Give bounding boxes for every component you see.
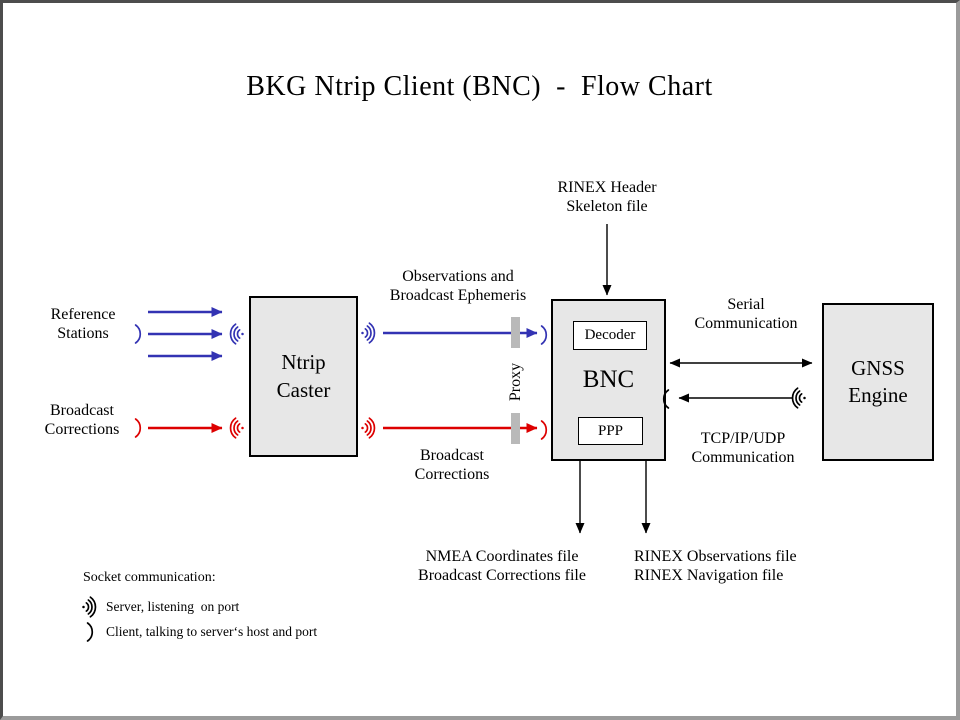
client-socket-icon-bnc-red: [540, 419, 548, 441]
server-socket-icon-caster-left-red: [228, 416, 245, 440]
legend-server-socket-icon: [81, 595, 98, 619]
node-gnss-engine: GNSS Engine: [822, 303, 934, 461]
server-socket-icon-caster-left-blue: [228, 322, 245, 346]
broadcast-corrections-input-label: Broadcast Corrections: [44, 402, 120, 438]
legend-title: Socket communication:: [83, 570, 216, 585]
ntrip-caster-label: Ntrip Caster: [276, 350, 331, 402]
observations-ephemeris-label: Observations and Broadcast Ephemeris: [389, 268, 527, 304]
node-bnc: BNC Decoder PPP: [551, 299, 666, 461]
node-decoder: Decoder: [573, 321, 647, 350]
tcp-communication-label: TCP/IP/UDP Communication: [691, 430, 795, 466]
node-ppp: PPP: [578, 417, 643, 445]
legend-server-item: Server, listening on port: [106, 599, 240, 614]
proxy-firewall-bar-bottom: [511, 413, 520, 444]
server-socket-icon-caster-right-blue: [360, 321, 377, 345]
ppp-label: PPP: [597, 422, 624, 439]
reference-stations-label: Reference Stations: [50, 306, 116, 342]
rinex-outputs-label: RINEX Observations file RINEX Navigation…: [634, 548, 797, 584]
gnss-engine-label: GNSS Engine: [848, 355, 908, 407]
legend-client-socket-icon: [86, 621, 94, 643]
server-socket-icon-gnss: [790, 386, 807, 410]
page-title: BKG Ntrip Client (BNC) - Flow Chart: [246, 71, 713, 102]
client-socket-icon-corrections: [134, 417, 142, 439]
serial-communication-label: Serial Communication: [694, 296, 798, 332]
client-socket-icon-reference: [134, 323, 142, 345]
broadcast-corrections-stream-label: Broadcast Corrections: [414, 447, 490, 483]
proxy-firewall-bar-top: [511, 317, 520, 348]
proxy-label: Proxy: [507, 362, 524, 402]
node-ntrip-caster: Ntrip Caster: [249, 296, 358, 457]
client-socket-icon-bnc-blue: [540, 324, 548, 346]
rinex-header-skeleton-label: RINEX Header Skeleton file: [557, 179, 657, 215]
decoder-label: Decoder: [584, 327, 636, 343]
legend-client-item: Client, talking to server‘s host and por…: [106, 624, 318, 639]
client-socket-icon-bnc-tcp: [662, 388, 670, 410]
nmea-outputs-label: NMEA Coordinates file Broadcast Correcti…: [418, 548, 586, 584]
bnc-label: BNC: [582, 365, 635, 393]
server-socket-icon-caster-right-red: [360, 416, 377, 440]
